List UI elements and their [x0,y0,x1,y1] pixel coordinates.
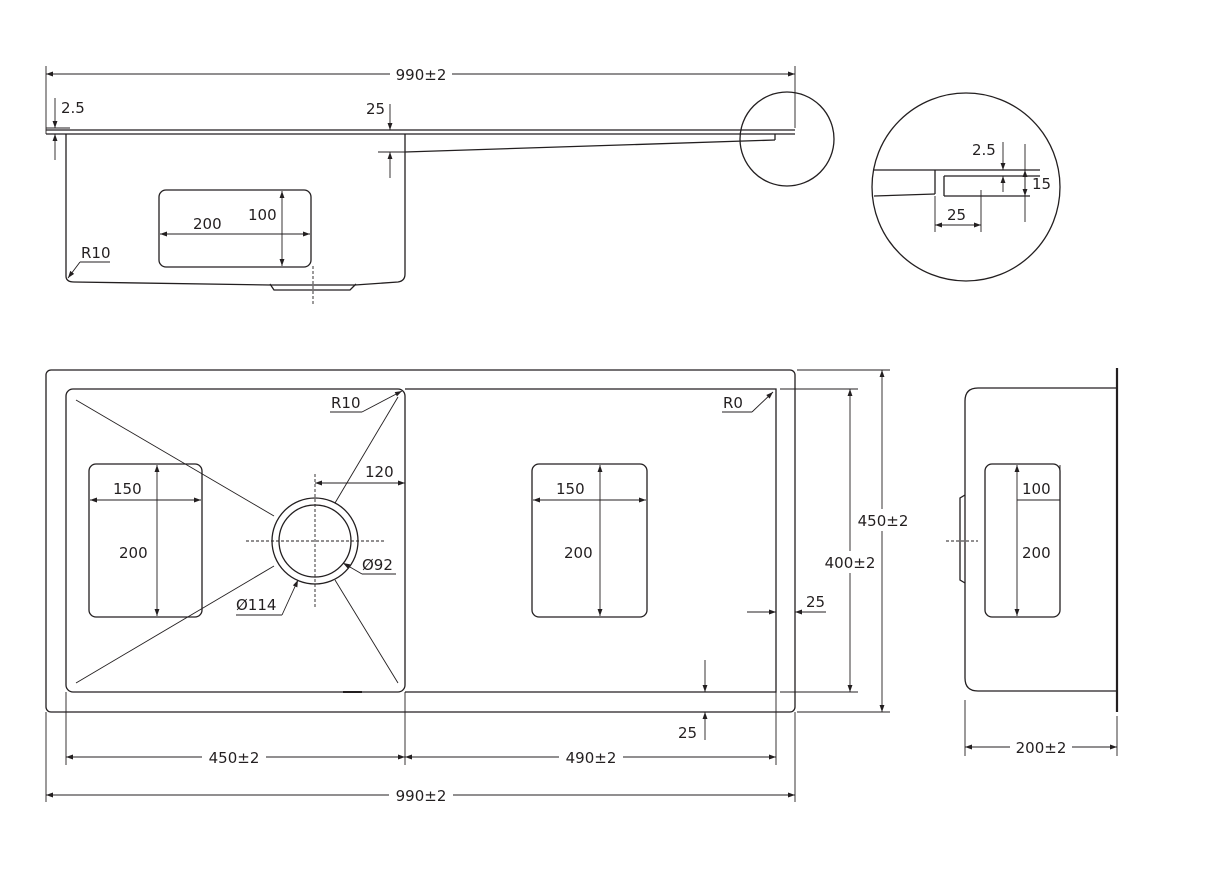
plan-rim-bottom-label: 25 [678,724,697,742]
plan-drain-inner-dia-label: Ø92 [362,556,393,574]
plan-rim-right-label: 25 [806,593,825,611]
end-view: 100 200 200±2 [946,368,1119,757]
plan-left-label-width: 150 [113,480,142,498]
plan-bowl-width-label: 450±2 [209,749,260,767]
side-label-width: 200 [193,215,222,233]
plan-right-label-height: 200 [564,544,593,562]
plan-left-label-height: 200 [119,544,148,562]
side-label-height: 100 [248,206,277,224]
plan-overall-width-label: 990±2 [396,787,447,805]
plan-overall-depth-label: 450±2 [858,512,909,530]
plan-drain-offset-label: 120 [365,463,394,481]
end-depth-label: 200±2 [1016,739,1067,757]
plan-inner-depth-label: 400±2 [825,554,876,572]
plan-drainer-radius-label: R0 [723,394,743,412]
plan-drain-outer-dia-label: Ø114 [236,596,276,614]
side-view: 990±2 2.5 25 200 100 R10 [45,64,835,304]
detail-thickness-label: 2.5 [972,141,996,159]
side-corner-radius-label: R10 [81,244,111,262]
detail-height-label: 15 [1032,175,1051,193]
side-flange-thickness-label: 2.5 [61,99,85,117]
detail-view: 25 2.5 15 [871,92,1061,282]
end-label-height: 200 [1022,544,1051,562]
plan-bowl-radius-label: R10 [331,394,361,412]
plan-right-label-width: 150 [556,480,585,498]
detail-offset-label: 25 [947,206,966,224]
plan-view: 120 Ø92 Ø114 R10 R0 150 200 150 200 2 [45,369,913,805]
plan-drainer-width-label: 490±2 [566,749,617,767]
side-overall-width-label: 990±2 [396,66,447,84]
side-drainer-drop-label: 25 [366,100,385,118]
end-label-width: 100 [1022,480,1051,498]
